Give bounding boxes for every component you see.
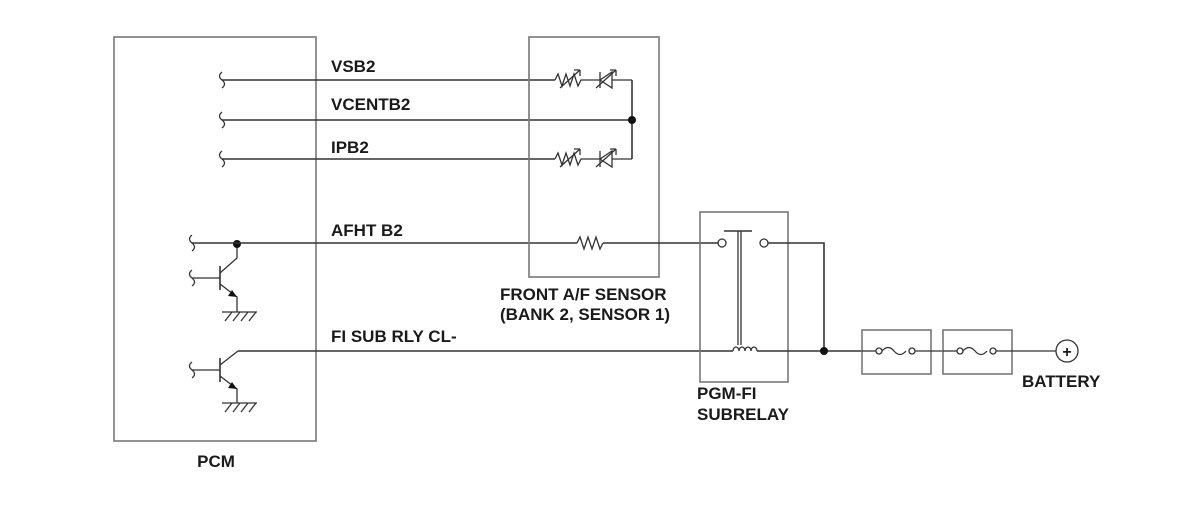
label-pcm: PCM: [197, 452, 235, 471]
sensor-cell-lower: [554, 148, 632, 169]
wire-contact-to-supply: [768, 242, 825, 351]
battery-symbol: +: [1055, 339, 1079, 363]
label-fi-sub-rly-cl: FI SUB RLY CL-: [331, 327, 457, 346]
pcm-junction-afht: [233, 240, 241, 248]
relay-contact-left: [717, 238, 727, 248]
relay-coil: [732, 346, 758, 352]
label-sensor-line2: (BANK 2, SENSOR 1): [500, 305, 670, 324]
label-relay-line1: PGM-FI: [697, 384, 757, 403]
label-afht-b2: AFHT B2: [331, 221, 403, 240]
pcm-box: [113, 36, 317, 442]
transistor-2-symbol: [192, 350, 257, 413]
fuse-1: [861, 329, 943, 375]
pcm-block: [113, 36, 317, 442]
sensor-cell-upper: [554, 69, 632, 90]
label-battery: BATTERY: [1022, 372, 1101, 391]
front-af-sensor: [528, 36, 660, 278]
transistor-1-symbol: [192, 244, 257, 322]
sensor-junction: [628, 116, 636, 124]
supply-junction: [820, 347, 828, 355]
battery-terminal-icon: [1055, 339, 1079, 363]
fuse-2: [942, 329, 1056, 375]
sensor-heater-resistor: [576, 234, 604, 252]
sensor-box: [528, 36, 660, 278]
label-relay-line2: SUBRELAY: [697, 405, 790, 424]
battery-plus-sign: +: [1062, 344, 1071, 361]
relay-box: [699, 211, 789, 383]
label-sensor-line1: FRONT A/F SENSOR: [500, 285, 667, 304]
label-vsb2: VSB2: [331, 57, 375, 76]
label-ipb2: IPB2: [331, 138, 369, 157]
relay-contact-right: [759, 238, 769, 248]
label-vcentb2: VCENTB2: [331, 95, 410, 114]
pgm-fi-subrelay: [699, 211, 789, 383]
